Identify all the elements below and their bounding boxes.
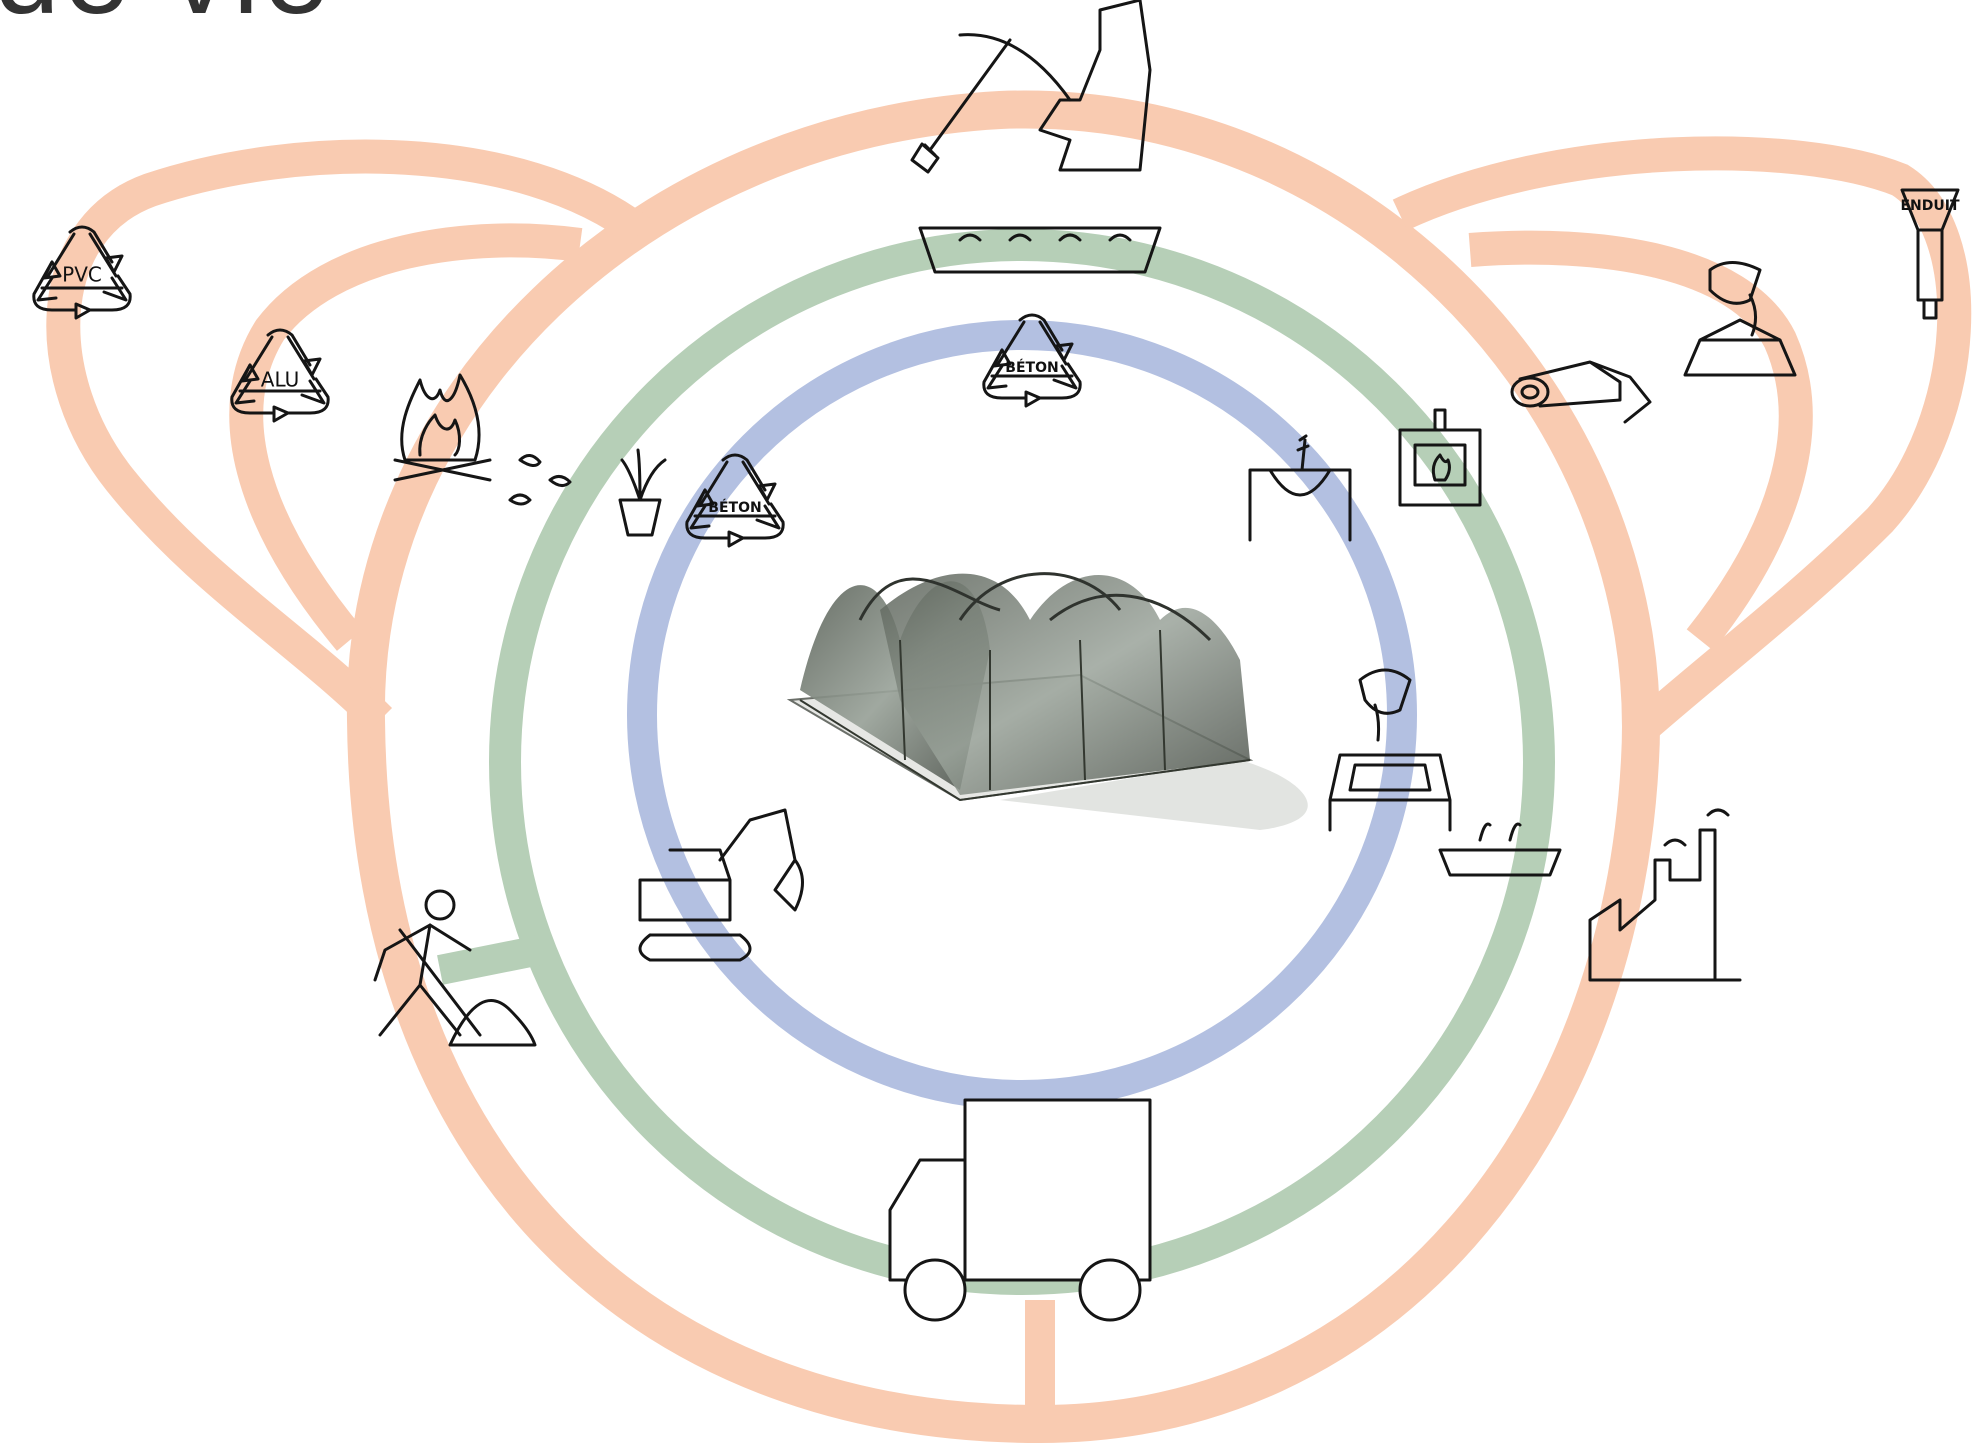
worker-digging-icon (373, 889, 537, 1047)
germinating-tray-icon (1438, 822, 1562, 877)
fire-icon (393, 373, 492, 482)
glass-roof-structure (786, 572, 1308, 830)
excavator-icon (638, 808, 804, 962)
middle-cycle-branch (437, 935, 543, 985)
planter-tray-icon (918, 226, 1162, 274)
inner-cycle-ring (627, 320, 1417, 1110)
plant-and-stones-icon (508, 448, 667, 537)
casting-mold-icon (1328, 668, 1452, 832)
pickaxe-mining-icon (910, 0, 1152, 174)
outer-cycle-main-loop (346, 90, 1660, 1444)
outer-cycle (46, 90, 1972, 1444)
rolled-membrane-icon (1510, 360, 1652, 424)
pouring-mold-icon (1683, 261, 1797, 377)
sealant-tube-icon: ENDUIT (1900, 188, 1960, 320)
page-title-fragment: de vie (0, 0, 333, 32)
recycling-alu-icon: ALU (230, 328, 330, 423)
outer-cycle-left-loop (46, 139, 651, 733)
wood-stove-icon (1398, 408, 1482, 507)
outer-cycle-right-loop (1392, 136, 1972, 743)
recycling-beton-left-label: BÉTON (708, 499, 761, 516)
recycling-pvc-icon: PVC (32, 225, 132, 320)
recycling-beton-top-label: BÉTON (1005, 359, 1058, 376)
recycling-beton-top-icon: BÉTON (982, 313, 1082, 408)
factory-icon (1588, 808, 1742, 982)
sealant-tube-label: ENDUIT (1900, 198, 1959, 214)
recycling-pvc-label: PVC (62, 263, 102, 287)
delivery-truck-icon (888, 1098, 1152, 1322)
outer-cycle-left-inner-loop (229, 223, 583, 651)
recycling-alu-label: ALU (261, 368, 299, 392)
recycling-beton-left-icon: BÉTON (685, 453, 785, 548)
cooking-pot-icon (1248, 434, 1352, 542)
